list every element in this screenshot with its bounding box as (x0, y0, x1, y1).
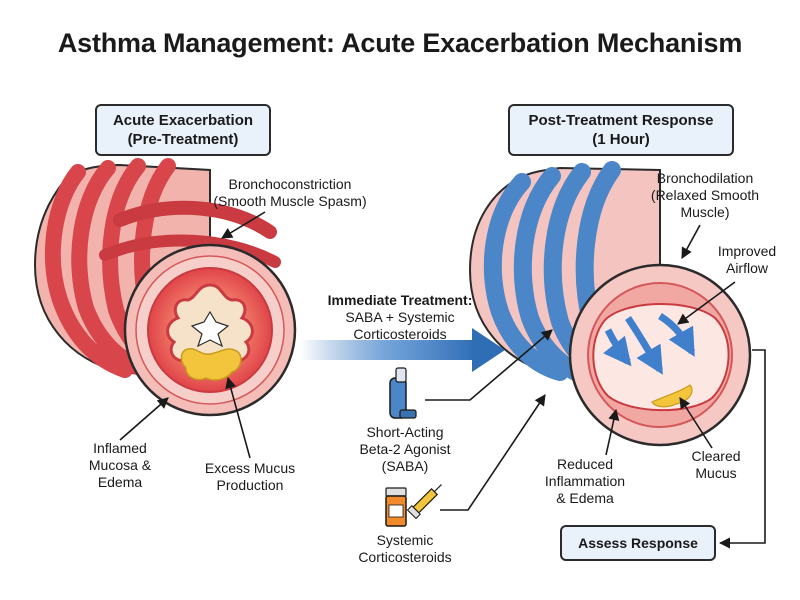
treatment-arrow (300, 328, 505, 372)
inflamed-mucosa-label: Inflamed Mucosa & Edema (70, 440, 170, 491)
excess-mucus-label: Excess Mucus Production (195, 460, 305, 494)
callout-mucus (225, 376, 251, 459)
saba-line3: (SABA) (381, 458, 429, 474)
systemic-label: Systemic Corticosteroids (345, 532, 465, 566)
excess-mucus-line1: Excess Mucus (204, 460, 296, 476)
pill-bottle-icon (385, 487, 407, 527)
reduced-line2: Inflammation (544, 473, 626, 489)
post-treatment-label: Post-Treatment Response (1 Hour) (508, 104, 734, 156)
reduced-line1: Reduced (556, 456, 614, 472)
systemic-line2: Corticosteroids (358, 549, 452, 565)
callout-bronchodilation (681, 224, 701, 259)
post-label-line2: (1 Hour) (592, 131, 650, 148)
inflamed-line2: Mucosa & (88, 457, 152, 473)
bronchodilation-line2: (Relaxed Smooth (650, 187, 760, 203)
bronchoconstriction-line2: (Smooth Muscle Spasm) (213, 193, 367, 209)
saba-line2: Beta-2 Agonist (359, 441, 451, 457)
saba-line1: Short-Acting (366, 424, 444, 440)
callout-cleared (679, 397, 713, 449)
dilated-airway-illustration (468, 161, 752, 447)
bronchoconstriction-line1: Bronchoconstriction (228, 176, 352, 192)
bronchoconstriction-label: Bronchoconstriction (Smooth Muscle Spasm… (210, 176, 370, 210)
saba-label: Short-Acting Beta-2 Agonist (SABA) (345, 424, 465, 475)
assess-response-button[interactable]: Assess Response (560, 525, 716, 561)
callout-airflow (677, 281, 736, 325)
reduced-inflammation-label: Reduced Inflammation & Edema (535, 456, 635, 507)
airflow-line1: Improved (717, 243, 777, 259)
bronchodilation-line3: Muscle) (680, 204, 730, 220)
cleared-line2: Mucus (695, 465, 737, 481)
connector-systemic (440, 394, 546, 511)
callout-inflamed (119, 397, 169, 441)
bronchodilation-label: Bronchodilation (Relaxed Smooth Muscle) (640, 170, 770, 221)
cleared-mucus-label: Cleared Mucus (676, 448, 756, 482)
callout-reduced (605, 408, 620, 456)
pre-label-line2: (Pre-Treatment) (127, 131, 239, 148)
systemic-line1: Systemic (376, 532, 434, 548)
connector-saba (425, 329, 553, 401)
cleared-line1: Cleared (691, 448, 741, 464)
post-label-line1: Post-Treatment Response (528, 112, 714, 129)
inflamed-line3: Edema (97, 474, 143, 490)
callout-bronchoconstriction (221, 211, 266, 239)
treatment-label: Immediate Treatment: SABA + Systemic Cor… (310, 292, 490, 343)
syringe-icon (406, 484, 442, 520)
pre-label-line1: Acute Exacerbation (112, 112, 254, 129)
excess-mucus-line2: Production (216, 477, 284, 493)
treatment-line3: Corticosteroids (353, 326, 447, 342)
connector-assess (718, 349, 766, 549)
treatment-title: Immediate Treatment: (327, 292, 473, 308)
page-title: Asthma Management: Acute Exacerbation Me… (57, 28, 743, 58)
improved-airflow-label: Improved Airflow (712, 243, 782, 277)
airflow-line2: Airflow (725, 260, 768, 276)
bronchodilation-line1: Bronchodilation (656, 170, 754, 186)
treatment-line2: SABA + Systemic (345, 309, 455, 325)
reduced-line3: & Edema (556, 490, 614, 506)
inhaler-icon (389, 367, 417, 419)
inflamed-line1: Inflamed (93, 440, 147, 456)
pre-treatment-label: Acute Exacerbation (Pre-Treatment) (95, 104, 271, 156)
constricted-airway-illustration (33, 158, 297, 417)
